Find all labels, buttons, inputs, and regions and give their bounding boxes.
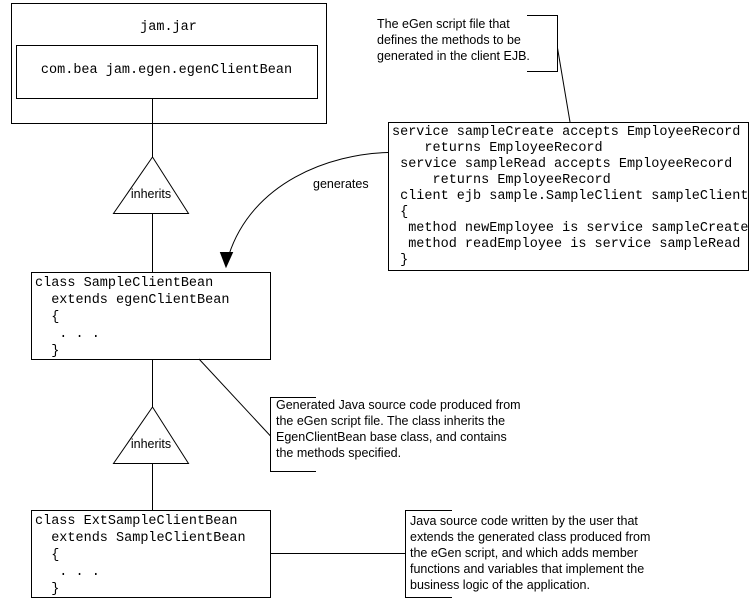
- egen-script-callout-bracket: [527, 15, 558, 72]
- egen-script-annotation: The eGen script file that defines the me…: [377, 17, 530, 63]
- egen-script-callout-leader: [557, 47, 571, 123]
- egen-client-bean-box: [16, 45, 318, 99]
- inherits-triangle-bottom: [112, 406, 190, 464]
- inherits-label-top: inherits: [130, 187, 172, 201]
- sample-client-bean-code: class SampleClientBean extends egenClien…: [35, 276, 230, 359]
- generated-source-callout-leader: [198, 358, 271, 437]
- sample-client-bean-box: [31, 272, 271, 360]
- inherits-triangle-top: [112, 156, 190, 214]
- user-source-annotation: Java source code written by the user tha…: [410, 514, 651, 592]
- egen-script-code-box: [388, 122, 749, 271]
- generated-source-annotation: Generated Java source code produced from…: [276, 398, 521, 460]
- generates-arrowhead-icon: [219, 252, 234, 269]
- generated-source-callout-bracket: [270, 397, 316, 472]
- user-source-callout-bracket: [405, 510, 452, 598]
- ext-sample-client-bean-code: class ExtSampleClientBean extends Sample…: [35, 514, 246, 597]
- generates-label: generates: [313, 177, 369, 191]
- jam-jar-title: jam.jar: [140, 20, 197, 35]
- egen-client-bean-label: com.bea jam.egen.egenClientBean: [40, 63, 293, 78]
- generates-arrow: [228, 152, 389, 257]
- egen-script-code: service sampleCreate accepts EmployeeRec…: [392, 125, 749, 268]
- inherits-label-bottom: inherits: [130, 437, 172, 451]
